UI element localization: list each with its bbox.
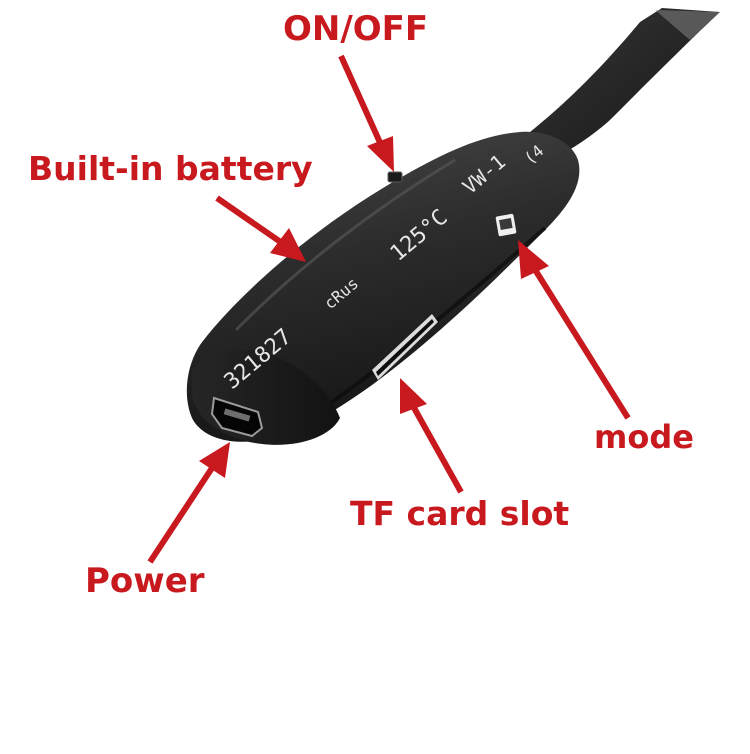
- label-on-off: ON/OFF: [283, 9, 429, 49]
- arrow-power-head: [199, 442, 230, 478]
- label-power: Power: [85, 561, 205, 601]
- ribbon-cable: [512, 8, 720, 162]
- arrow-tf-card-head: [400, 378, 427, 414]
- label-mode: mode: [594, 418, 694, 456]
- mode-button-cap: [499, 218, 513, 230]
- body-seam: [234, 158, 456, 332]
- arrow-mode: [531, 266, 631, 420]
- arrow-on-off: [338, 54, 385, 149]
- arrow-battery: [215, 195, 284, 246]
- tf-card-slot-opening: [376, 319, 434, 376]
- on-off-switch: [387, 171, 403, 183]
- arrow-mode-head: [518, 240, 549, 279]
- ribbon-edge: [655, 10, 720, 40]
- label-built-in-battery: Built-in battery: [28, 149, 313, 188]
- arrow-tf-card: [410, 404, 464, 494]
- power-port-pins: [223, 408, 251, 422]
- arrow-battery-head: [270, 228, 306, 262]
- arrow-power: [147, 466, 215, 564]
- callout-arrows: [147, 54, 631, 564]
- arrow-on-off-head: [367, 136, 394, 172]
- label-tf-card-slot: TF card slot: [350, 494, 570, 533]
